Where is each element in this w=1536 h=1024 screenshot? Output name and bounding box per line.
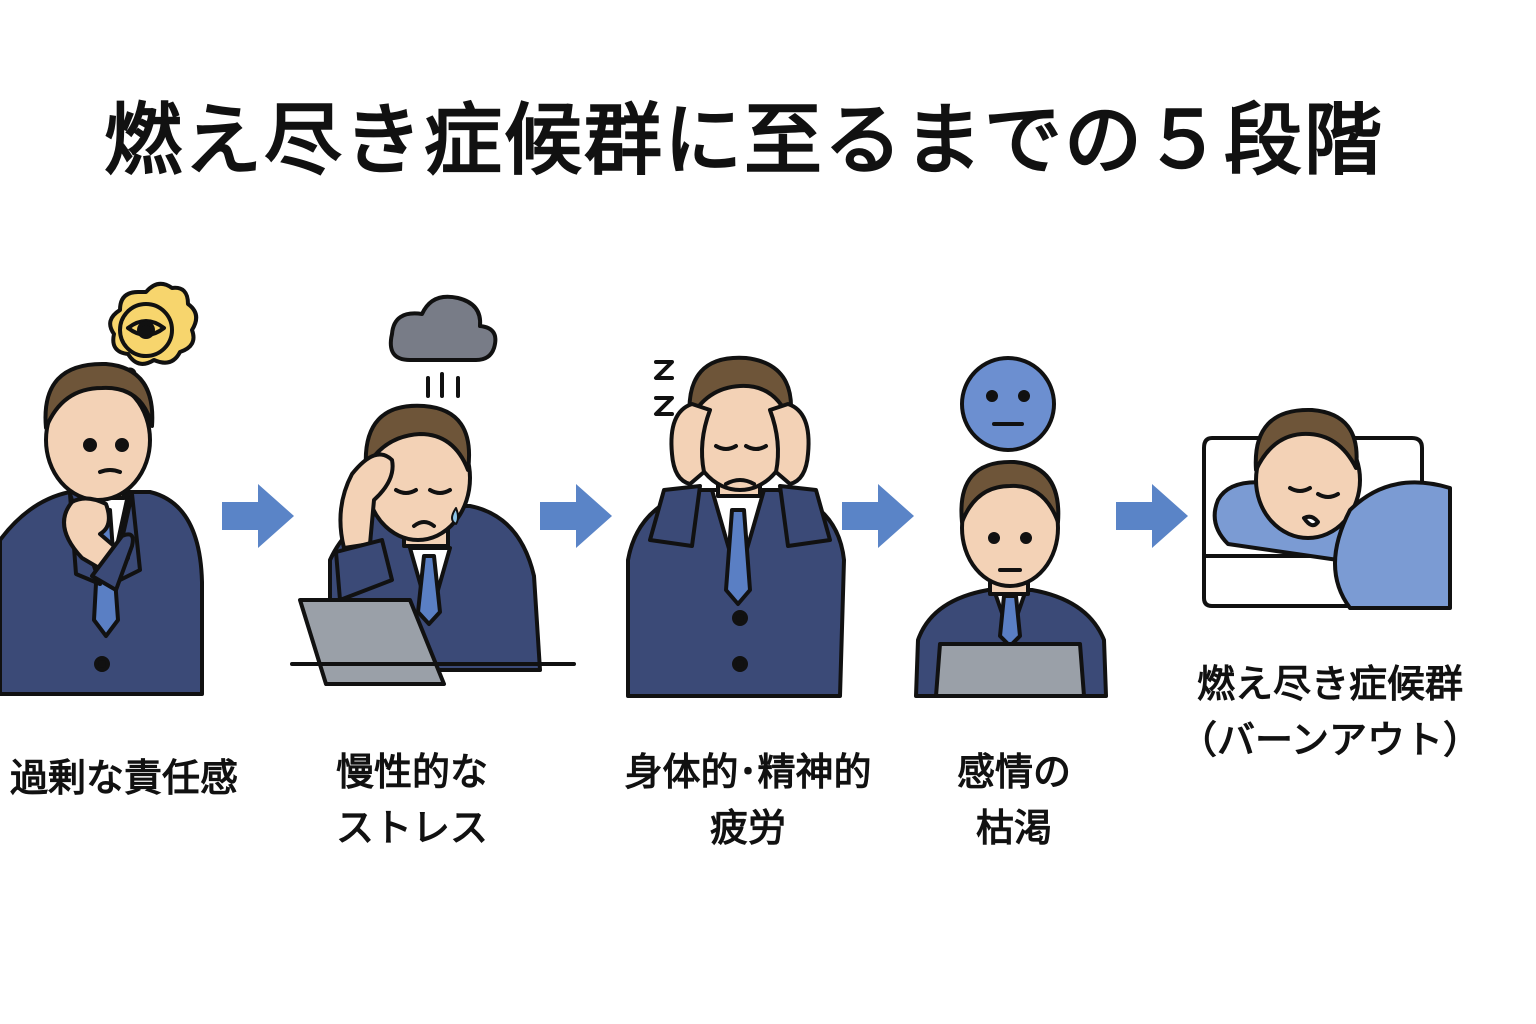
stage-3-label: 身体的･精神的 疲労 — [624, 750, 872, 850]
zzz-icon — [654, 360, 674, 416]
stage-1-figure — [0, 281, 204, 696]
stage-2-figure — [290, 294, 576, 686]
flow-arrows — [222, 484, 1188, 548]
rain-cloud-icon — [388, 294, 498, 398]
stage-4-figure — [914, 356, 1108, 698]
neutral-face-icon — [960, 356, 1056, 452]
worry-swirl-icon — [108, 281, 199, 381]
stage-4-label: 感情の 枯渇 — [956, 750, 1072, 850]
stage-2-label: 慢性的な ストレス — [335, 750, 489, 850]
stage-5-label: 燃え尽き症候群 （バーンアウト） — [1178, 662, 1482, 762]
arrow-2-icon — [540, 484, 612, 548]
arrow-1-icon — [222, 484, 294, 548]
page-title: 燃え尽き症候群に至るまでの５段階 — [104, 96, 1385, 186]
arrow-3-icon — [842, 484, 914, 548]
stage-5-figure — [1202, 407, 1452, 610]
sleeping-person-icon — [1202, 407, 1452, 610]
arrow-4-icon — [1116, 484, 1188, 548]
stage-1-label: 過剰な責任感 — [9, 756, 239, 800]
stage-3-figure — [626, 355, 846, 698]
